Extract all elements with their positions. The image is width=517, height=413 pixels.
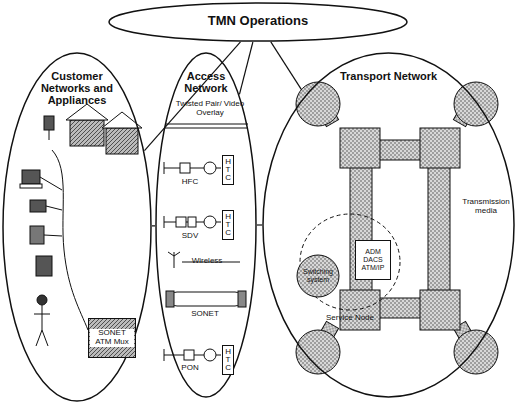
network-link: [239, 42, 252, 94]
network-ellipse: Customer Networks and AppliancesSONET AT…: [2, 52, 152, 402]
equipment-label: HTC: [225, 213, 231, 237]
equipment-label: Switching system: [300, 268, 336, 283]
media-label: Wireless: [182, 257, 232, 266]
equipment-box: HTC: [222, 155, 234, 185]
media-label: Transmission media: [462, 198, 510, 216]
switch-circle: Switching system: [296, 254, 340, 298]
network-link: [271, 42, 305, 95]
network-heading: Access Network: [177, 70, 235, 94]
media-label: Service Node: [318, 314, 382, 323]
network-ellipse: Transport NetworkADM DACS ATM/IP Switchin…: [262, 52, 515, 398]
network-heading: TMN Operations: [128, 14, 388, 28]
ellipse-outline: [156, 53, 256, 397]
media-label: PON: [170, 364, 210, 373]
equipment-box: SONET ATM Mux: [88, 318, 136, 358]
box-outline: [223, 211, 234, 240]
equipment-label: SONET ATM Mux: [90, 329, 134, 347]
ellipse-outline: [263, 53, 514, 397]
network-ellipse: TMN Operations: [108, 2, 408, 42]
circle-outline: [297, 255, 339, 297]
media-label: SDV: [170, 232, 210, 241]
network-heading: Transport Network: [332, 70, 445, 82]
equipment-box: HTC: [222, 210, 234, 240]
network-link: [152, 225, 155, 226]
box-outline: [223, 346, 234, 375]
ellipse-outline: [109, 3, 407, 41]
box-outline: [89, 319, 136, 358]
equipment-label: HTC: [225, 158, 231, 182]
equipment-box: ADM DACS ATM/IP: [355, 240, 391, 280]
box-outline: [356, 241, 391, 280]
equipment-box: HTC: [222, 345, 234, 375]
media-label: Twisted Pair/ Video Overlay: [168, 100, 252, 118]
equipment-label: HTC: [225, 348, 231, 372]
network-link: [257, 224, 262, 225]
media-label: SONET: [180, 310, 230, 319]
transport-ring: [296, 82, 498, 374]
access-media: [164, 124, 248, 361]
media-label: HFC: [170, 178, 210, 187]
node-outline: [262, 52, 515, 398]
equipment-label: ADM DACS ATM/IP: [357, 248, 389, 271]
customer-appliances: [20, 104, 142, 346]
network-heading: Customer Networks and Appliances: [36, 70, 118, 106]
ellipse-outline: [3, 53, 151, 401]
box-outline: [223, 156, 234, 185]
network-link: [144, 42, 240, 151]
